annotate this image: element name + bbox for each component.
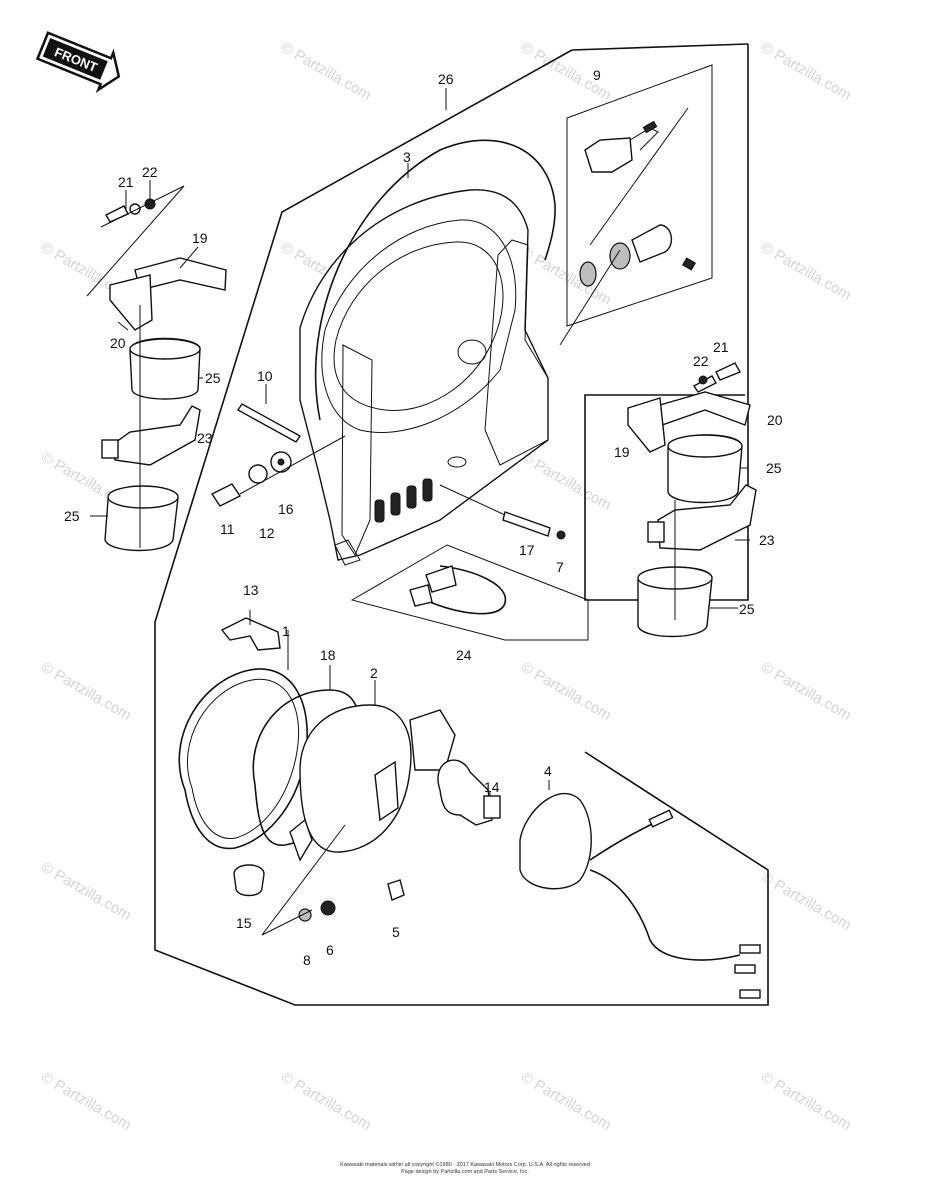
callout-19: 19: [192, 230, 208, 246]
page-design-credit: Page design by Partzilla.com and Parts S…: [401, 1169, 529, 1175]
front-arrow-fill-icon: [42, 37, 108, 80]
callout-labels: 26 9 3 21 22 19 20 25 23 25 10 11 12 16 …: [64, 67, 783, 968]
callout-25: 25: [64, 508, 80, 524]
callout-9: 9: [593, 67, 601, 83]
right-mount-parts: [627, 362, 757, 638]
front-direction-badge: FRONT: [35, 31, 121, 93]
copyright-footer: Kawasaki materials within all copyright …: [300, 1162, 630, 1176]
watermark-text: © Partzilla.com: [758, 1069, 854, 1134]
watermark-text: © Partzilla.com: [38, 859, 134, 924]
callout-20: 20: [110, 335, 126, 351]
callout-19: 19: [614, 444, 630, 460]
callout-22: 22: [142, 164, 158, 180]
callout-5: 5: [392, 924, 400, 940]
bulb-and-socket: [437, 759, 761, 999]
watermark-text: © Partzilla.com: [278, 1069, 374, 1134]
callout-25: 25: [205, 370, 221, 386]
left-mount-parts: [86, 185, 227, 552]
callout-21: 21: [118, 174, 134, 190]
callout-13: 13: [243, 582, 259, 598]
callout-16: 16: [278, 501, 294, 517]
copyright-line: Kawasaki materials within all copyright …: [340, 1162, 590, 1168]
watermark-text: © Partzilla.com: [518, 449, 614, 514]
watermark-text: © Partzilla.com: [758, 39, 854, 104]
callout-25: 25: [766, 460, 782, 476]
watermark-text: © Partzilla.com: [38, 1069, 134, 1134]
callout-10: 10: [257, 368, 273, 384]
callout-6: 6: [326, 942, 334, 958]
callout-7: 7: [556, 559, 564, 575]
callout-18: 18: [320, 647, 336, 663]
assembly-outline-left: [154, 49, 769, 1006]
watermark-text: © Partzilla.com: [518, 659, 614, 724]
callout-15: 15: [236, 915, 252, 931]
callout-23: 23: [759, 532, 775, 548]
callout-8: 8: [303, 952, 311, 968]
callout-20: 20: [767, 412, 783, 428]
callout-12: 12: [259, 525, 275, 541]
callout-1: 1: [282, 623, 290, 639]
assembly-outline-main: [571, 43, 749, 51]
watermark-text: © Partzilla.com: [758, 239, 854, 304]
headlight-housing-3: [299, 189, 549, 566]
center-hardware: [210, 403, 566, 540]
watermark-text: © Partzilla.com: [38, 659, 134, 724]
watermark-text: © Partzilla.com: [758, 869, 854, 934]
callout-22: 22: [693, 353, 709, 369]
callout-21: 21: [713, 339, 729, 355]
watermark-text: © Partzilla.com: [518, 244, 614, 309]
callout-leaders: [90, 88, 750, 796]
callout-3: 3: [403, 149, 411, 165]
callout-25: 25: [739, 601, 755, 617]
callout-23: 23: [197, 430, 213, 446]
callout-26: 26: [438, 71, 454, 87]
box-part-9: [566, 64, 713, 327]
bulb-assembly-24: [409, 565, 507, 615]
callout-4: 4: [544, 763, 552, 779]
part-9-switch-assembly: [559, 107, 697, 346]
bracket-wire-3: [314, 139, 556, 421]
watermark-text: © Partzilla.com: [518, 1069, 614, 1134]
watermark-text: © Partzilla.com: [758, 659, 854, 724]
headlight-lower-assembly: [178, 617, 456, 936]
callout-24: 24: [456, 647, 472, 663]
watermark-text: © Partzilla.com: [278, 39, 374, 104]
callout-11: 11: [220, 521, 235, 537]
box-part-24: [350, 544, 589, 641]
callout-17: 17: [519, 542, 535, 558]
callout-14: 14: [484, 779, 500, 795]
callout-2: 2: [370, 665, 378, 681]
